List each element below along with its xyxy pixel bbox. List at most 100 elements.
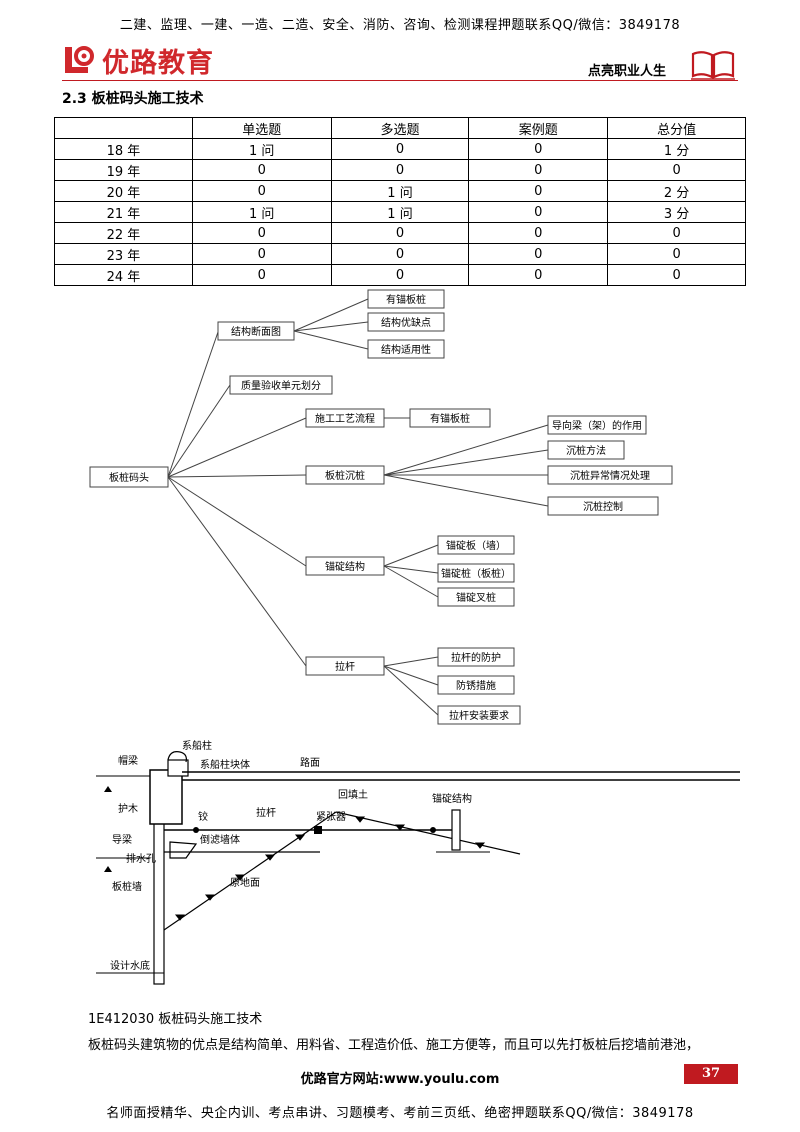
label-bollard-block: 系船柱块体 xyxy=(200,758,250,771)
table-cell: 1 问 xyxy=(330,180,470,202)
mindmap-label: 导向梁（架）的作用 xyxy=(552,419,642,432)
mindmap-label: 质量验收单元划分 xyxy=(241,379,321,392)
table-cell: 0 xyxy=(468,159,609,181)
table-cell: 0 xyxy=(330,264,470,286)
mindmap-label: 有锚板桩 xyxy=(430,412,470,425)
label-road: 路面 xyxy=(300,756,320,769)
mindmap-node-rod-child xyxy=(437,705,521,725)
label-original-ground: 原地面 xyxy=(230,876,260,889)
mindmap-label: 施工工艺流程 xyxy=(315,412,375,425)
mindmap-node-structure xyxy=(217,321,295,341)
mindmap-label: 锚碇叉桩 xyxy=(456,591,496,604)
header-slogan: 点亮职业人生 xyxy=(588,64,667,79)
table-year-cell: 21 年 xyxy=(54,201,193,223)
mindmap-node-rod-child xyxy=(437,675,515,695)
table-cell: 0 xyxy=(607,243,746,265)
mindmap-node-structure-child xyxy=(367,339,445,359)
header-rule xyxy=(62,80,738,81)
table-cell: 0 xyxy=(468,201,609,223)
table-cell: 3 分 xyxy=(607,201,746,223)
mindmap-node-structure-child xyxy=(367,289,445,309)
mindmap-node-anchor-child xyxy=(437,587,515,607)
label-drain-hole: 排水孔 xyxy=(126,852,156,865)
label-bollard: 系船柱 xyxy=(182,740,212,752)
top-banner: 二建、监理、一建、一造、二造、安全、消防、咨询、检测课程押题联系QQ/微信：38… xyxy=(119,18,681,33)
table-cell: 1 问 xyxy=(191,138,332,160)
table-header-row: 单选题 多选题 案例题 总分值 xyxy=(54,117,746,139)
table-year-cell: 23 年 xyxy=(54,243,193,265)
table-cell: 0 xyxy=(468,243,609,265)
table-year-cell: 19 年 xyxy=(54,159,193,181)
mindmap-node-pile xyxy=(305,465,385,485)
mindmap-label: 板桩沉桩 xyxy=(325,469,365,482)
mind-map: 板桩码头 结构断面图 有锚板桩 结构优缺点 结构适用性 质量验收单元划分 施工工… xyxy=(89,289,673,725)
table-cell: 0 xyxy=(191,222,332,244)
table-cell: 0 xyxy=(191,243,332,265)
body-paragraph: 板桩码头建筑物的优点是结构简单、用料省、工程造价低、施工方便等，而且可以先打板桩… xyxy=(88,1038,700,1053)
label-fender: 护木 xyxy=(118,802,138,815)
bollard-block-shape xyxy=(167,759,189,777)
mindmap-node-pile-child xyxy=(547,415,647,435)
table-header-cell: 总分值 xyxy=(607,117,746,139)
table-cell: 0 xyxy=(607,222,746,244)
mindmap-node-pile-child xyxy=(547,465,673,485)
mindmap-node-pile-child xyxy=(547,440,625,460)
label-cap-beam: 帽梁 xyxy=(118,754,138,767)
table-cell: 0 xyxy=(330,159,470,181)
page-number: 37 xyxy=(684,1064,738,1084)
label-backfill: 回填土 xyxy=(338,788,368,801)
mindmap-node-rod xyxy=(305,656,385,676)
label-hinge: 铰 xyxy=(198,810,208,823)
section-title: 2.3 板桩码头施工技术 xyxy=(62,91,204,107)
label-design-bottom: 设计水底 xyxy=(110,959,150,972)
mindmap-node-process-child xyxy=(409,408,491,428)
table-cell: 0 xyxy=(191,264,332,286)
mindmap-label: 沉桩方法 xyxy=(566,444,606,457)
table-cell: 0 xyxy=(330,222,470,244)
mindmap-label: 结构断面图 xyxy=(231,325,281,338)
mindmap-label: 结构适用性 xyxy=(381,343,431,356)
table-cell: 0 xyxy=(468,180,609,202)
table-cell: 0 xyxy=(330,243,470,265)
table-header-cell: 单选题 xyxy=(191,117,332,139)
mindmap-root-node xyxy=(89,466,169,488)
mindmap-root-label: 板桩码头 xyxy=(109,471,149,484)
table-year-cell: 22 年 xyxy=(54,222,193,244)
table-cell: 0 xyxy=(191,180,332,202)
mindmap-label: 锚碇桩（板桩） xyxy=(441,567,511,580)
table-cell: 0 xyxy=(191,159,332,181)
mindmap-label: 锚碇板（墙） xyxy=(446,539,506,552)
logo-text: 优路教育 xyxy=(102,47,214,79)
label-turnbuckle: 紧张器 xyxy=(316,811,346,823)
mindmap-label: 拉杆的防护 xyxy=(451,651,501,664)
mindmap-label: 沉桩控制 xyxy=(583,500,623,513)
mindmap-label: 锚碇结构 xyxy=(325,560,365,573)
mindmap-node-anchor xyxy=(305,556,385,576)
table-cell: 1 问 xyxy=(191,201,332,223)
mindmap-node-structure-child xyxy=(367,312,445,332)
table-year-cell: 24 年 xyxy=(54,264,193,286)
body-heading: 1E412030 板桩码头施工技术 xyxy=(88,1012,263,1027)
table-header-cell: 多选题 xyxy=(330,117,470,139)
table-cell: 0 xyxy=(607,159,746,181)
label-tie-rod: 拉杆 xyxy=(256,806,276,819)
table-cell: 1 问 xyxy=(330,201,470,223)
mindmap-node-rod-child xyxy=(437,647,515,667)
mindmap-label: 拉杆安装要求 xyxy=(449,709,509,722)
mindmap-node-anchor-child xyxy=(437,563,515,583)
table-year-cell: 20 年 xyxy=(54,180,193,202)
table-header-cell xyxy=(54,117,193,139)
mindmap-label: 结构优缺点 xyxy=(381,316,431,329)
book-icon xyxy=(691,51,735,80)
footer-website: 优路官方网站:www.youlu.com xyxy=(300,1072,500,1087)
label-anchor-structure: 锚碇结构 xyxy=(432,792,472,805)
logo: 优路教育 xyxy=(62,42,214,79)
table-cell: 2 分 xyxy=(607,180,746,202)
logo-mark-icon xyxy=(65,46,94,73)
